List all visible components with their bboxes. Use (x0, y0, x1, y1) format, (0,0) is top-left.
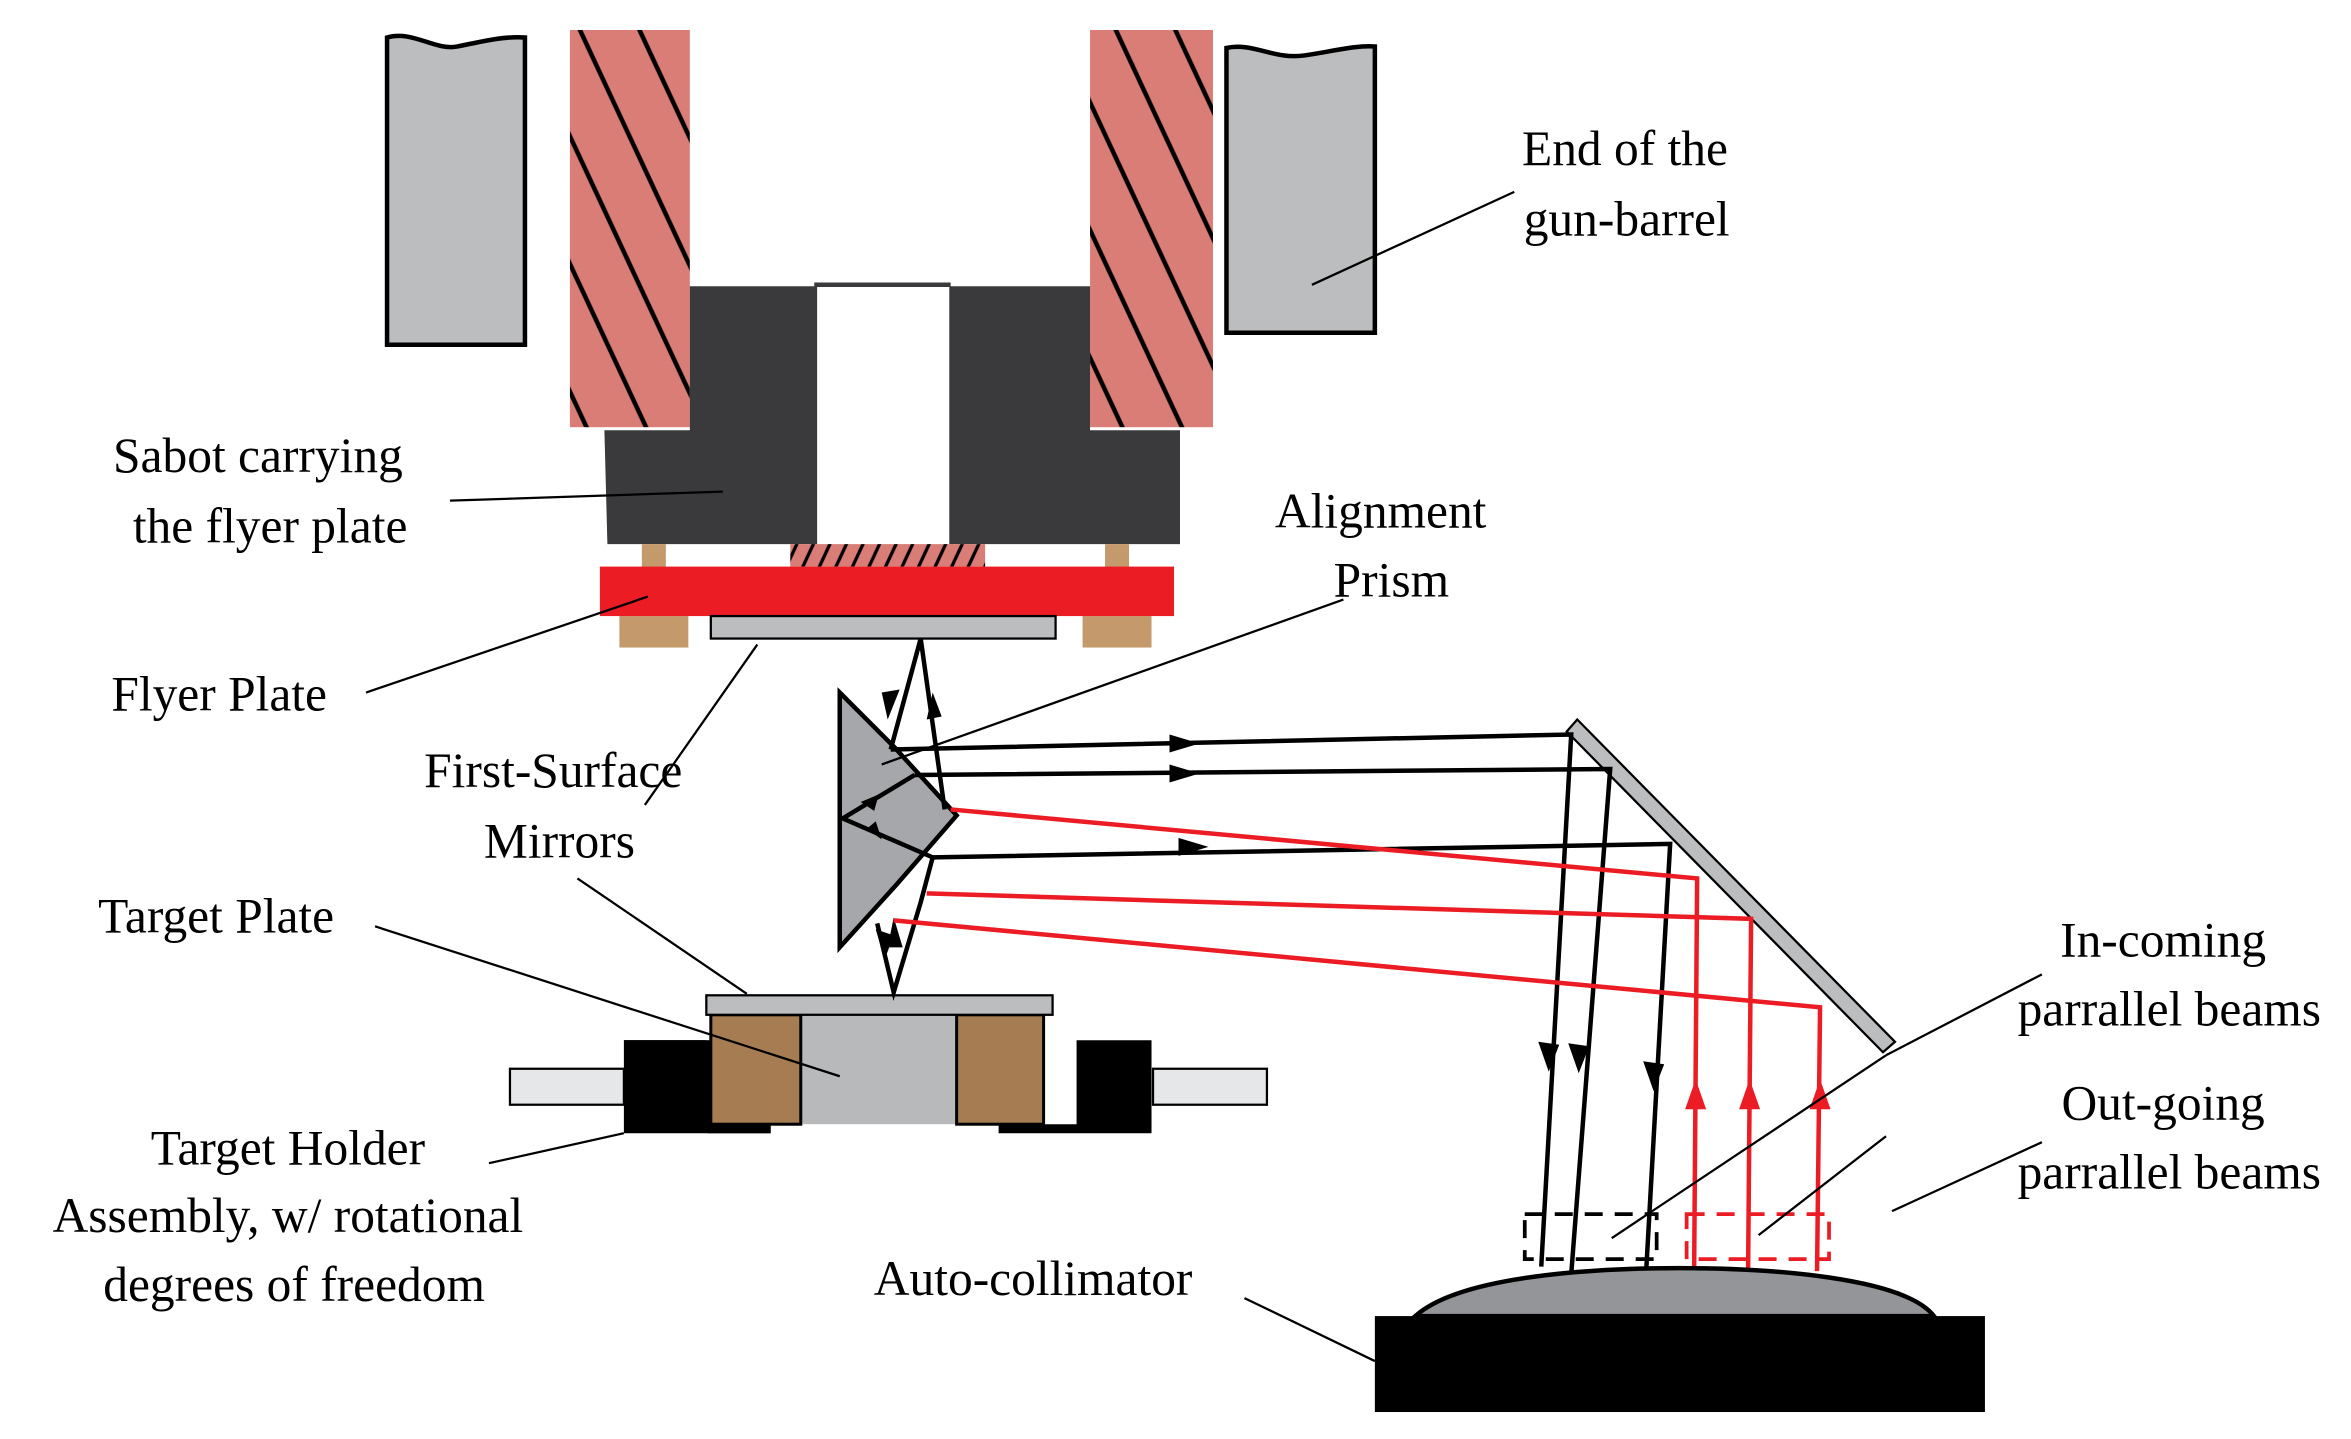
sabot (604, 286, 818, 545)
spacer (619, 616, 689, 648)
label-sabot: Sabot carrying the flyer plate (113, 428, 415, 553)
label-outgoing-beams: Out-going parrallel beams (2018, 1076, 2321, 1200)
sleeve-right (1090, 29, 1213, 428)
auto-collimator (1374, 1316, 1985, 1413)
target-holder-right (998, 1040, 1152, 1134)
target-holder-left (623, 1040, 771, 1134)
label-incoming-beams: In-coming parrallel beams (2018, 912, 2321, 1036)
label-auto-collimator: Auto-collimator (874, 1251, 1193, 1306)
alignment-prism (837, 687, 960, 954)
gun-barrel-right (1224, 43, 1378, 336)
sabot-bore (817, 286, 950, 545)
label-target-holder: Target Holder Assembly, w/ rotational de… (53, 1121, 536, 1312)
label-flyer-plate: Flyer Plate (111, 667, 327, 722)
turning-mirror (1565, 717, 1897, 1054)
label-first-surface-mirrors: First-Surface Mirrors (424, 743, 695, 868)
target-body (800, 1014, 957, 1125)
gun-barrel-left (384, 33, 528, 348)
flyer-mirror (709, 614, 1057, 640)
holder-rod-left (508, 1067, 626, 1106)
label-alignment-prism: Alignment Prism (1275, 484, 1499, 608)
spacer (1105, 544, 1130, 569)
outgoing-beam-box (1684, 1212, 1831, 1261)
holder-rod-right (1151, 1067, 1269, 1106)
sleeve-left (569, 29, 690, 428)
incoming-beams (837, 637, 1673, 1275)
incoming-beam-box (1522, 1212, 1659, 1261)
spacer (1082, 616, 1152, 648)
sabot-right (949, 286, 1180, 545)
spacer (641, 544, 666, 569)
target-mirror (705, 994, 1054, 1016)
sabot-hatched-insert (790, 544, 986, 567)
label-gun-barrel: End of the gun-barrel (1522, 121, 1740, 246)
target-clamp-left (709, 1013, 803, 1126)
label-target-plate: Target Plate (98, 888, 334, 943)
collimator-lens (1409, 1265, 1939, 1319)
flyer-plate (599, 566, 1175, 617)
target-clamp-right (955, 1013, 1046, 1126)
outgoing-beams (893, 807, 1831, 1272)
